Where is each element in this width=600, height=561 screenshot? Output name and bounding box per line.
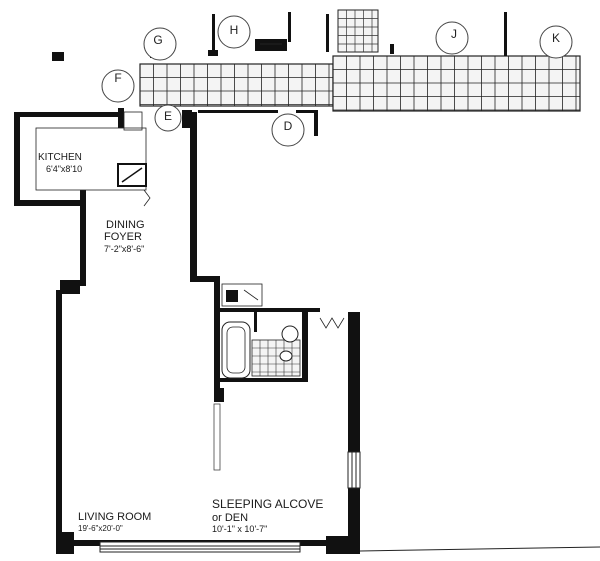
sleeping-alcove-label: SLEEPING ALCOVE or DEN 10'-1" x 10'-7" — [212, 497, 323, 534]
living-room-name: LIVING ROOM — [78, 511, 151, 523]
marker-j: J — [435, 21, 469, 55]
marker-e: E — [154, 104, 182, 132]
windows — [99, 403, 600, 553]
living-room-dims: 19'-6"x20'-0" — [78, 524, 123, 533]
sleeping-alcove-name-1: SLEEPING ALCOVE — [212, 497, 323, 511]
svg-text:H: H — [230, 23, 239, 37]
svg-text:E: E — [164, 109, 172, 123]
dining-foyer-label: DINING FOYER 7'-2"x8'-6" — [104, 219, 145, 254]
living-room-label: LIVING ROOM 19'-6"x20'-0" — [78, 511, 151, 533]
stair-tile-block — [337, 9, 379, 53]
kitchen-fixtures — [35, 111, 151, 207]
apartment-walls — [14, 112, 360, 554]
svg-text:J: J — [451, 27, 457, 41]
corridor-tile-floor — [139, 55, 581, 112]
dining-foyer-name-1: DINING — [106, 219, 145, 231]
svg-text:D: D — [284, 119, 293, 133]
corridor-walls — [52, 12, 507, 136]
dining-foyer-name-2: FOYER — [104, 231, 142, 243]
kitchen-label: KITCHEN 6'4"x8'10 — [38, 152, 82, 174]
dining-foyer-dims: 7'-2"x8'-6" — [104, 244, 144, 254]
svg-text:K: K — [552, 31, 560, 45]
svg-text:G: G — [153, 33, 162, 47]
marker-f: F — [101, 69, 135, 103]
marker-g: G — [143, 27, 177, 61]
kitchen-dims: 6'4"x8'10 — [46, 164, 82, 174]
sleeping-alcove-name-2: or DEN — [212, 512, 248, 524]
sleeping-alcove-dims: 10'-1" x 10'-7" — [212, 524, 267, 534]
svg-text:F: F — [114, 71, 121, 85]
marker-h: H — [217, 15, 251, 49]
bathroom-fixtures — [221, 283, 345, 379]
marker-k: K — [539, 25, 573, 59]
kitchen-name: KITCHEN — [38, 152, 82, 163]
marker-d: D — [271, 113, 305, 147]
